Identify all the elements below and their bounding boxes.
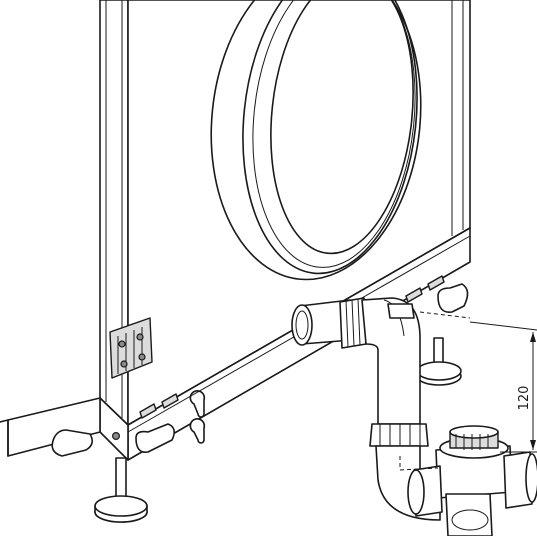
trap-outlet-nut <box>503 451 533 509</box>
front-slot <box>135 423 176 454</box>
door-glass <box>270 0 414 255</box>
adjustable-foot-right <box>416 337 462 386</box>
dimension-arrow-bottom <box>530 440 536 450</box>
outlet-opening-inner <box>295 310 309 340</box>
plinth-tab <box>161 393 179 409</box>
outlet-opening <box>291 304 313 346</box>
plinth-tab <box>427 275 445 291</box>
dimension-arrow-top <box>530 332 536 342</box>
dimension-label: 120 <box>517 386 532 411</box>
trap-cap-ribs <box>455 434 489 450</box>
trap-bottom-outlet <box>445 493 493 536</box>
trap-inlet-opening <box>407 469 425 515</box>
hinge-ribs <box>117 327 143 374</box>
drain-outlet <box>291 297 367 349</box>
door-porthole <box>210 0 422 281</box>
hidden-center-line <box>419 311 471 319</box>
side-slot <box>51 429 94 457</box>
hinge-plate <box>109 317 153 379</box>
siphon-trap <box>407 425 537 536</box>
front-slot-right <box>437 283 469 313</box>
lower-union-nut <box>369 423 429 447</box>
trap-bottom-opening <box>451 509 489 531</box>
hinge-screw <box>136 333 144 341</box>
foot-pad-top <box>94 495 148 517</box>
trap-outlet-opening <box>525 453 537 503</box>
hidden-lines <box>399 311 471 471</box>
door-outer-ring <box>210 0 422 281</box>
plinth-tab <box>405 287 423 303</box>
plinth-tab <box>139 403 157 419</box>
union-nut-ribs <box>345 298 361 348</box>
hinge-screw <box>118 340 126 348</box>
plinth-edge <box>0 419 9 457</box>
adjustable-foot-left <box>94 457 148 523</box>
hidden-pipe-line <box>399 456 439 471</box>
keyhole-slot <box>189 390 206 418</box>
door-seal-ring <box>242 0 418 275</box>
hinge-screw <box>138 353 146 361</box>
dimension-annotation: 120 <box>469 321 537 453</box>
trap-cap-top <box>449 425 499 439</box>
dimension-extension-top <box>469 321 537 331</box>
keyhole-slot <box>189 418 206 444</box>
door-inner-ring <box>252 0 416 268</box>
foot-pad-top <box>416 361 462 381</box>
plinth-screw <box>111 432 120 441</box>
hinge-screw <box>120 360 128 368</box>
elbow-nut <box>387 303 415 319</box>
lower-nut-ribs <box>379 424 421 446</box>
foot-stem <box>115 457 127 499</box>
